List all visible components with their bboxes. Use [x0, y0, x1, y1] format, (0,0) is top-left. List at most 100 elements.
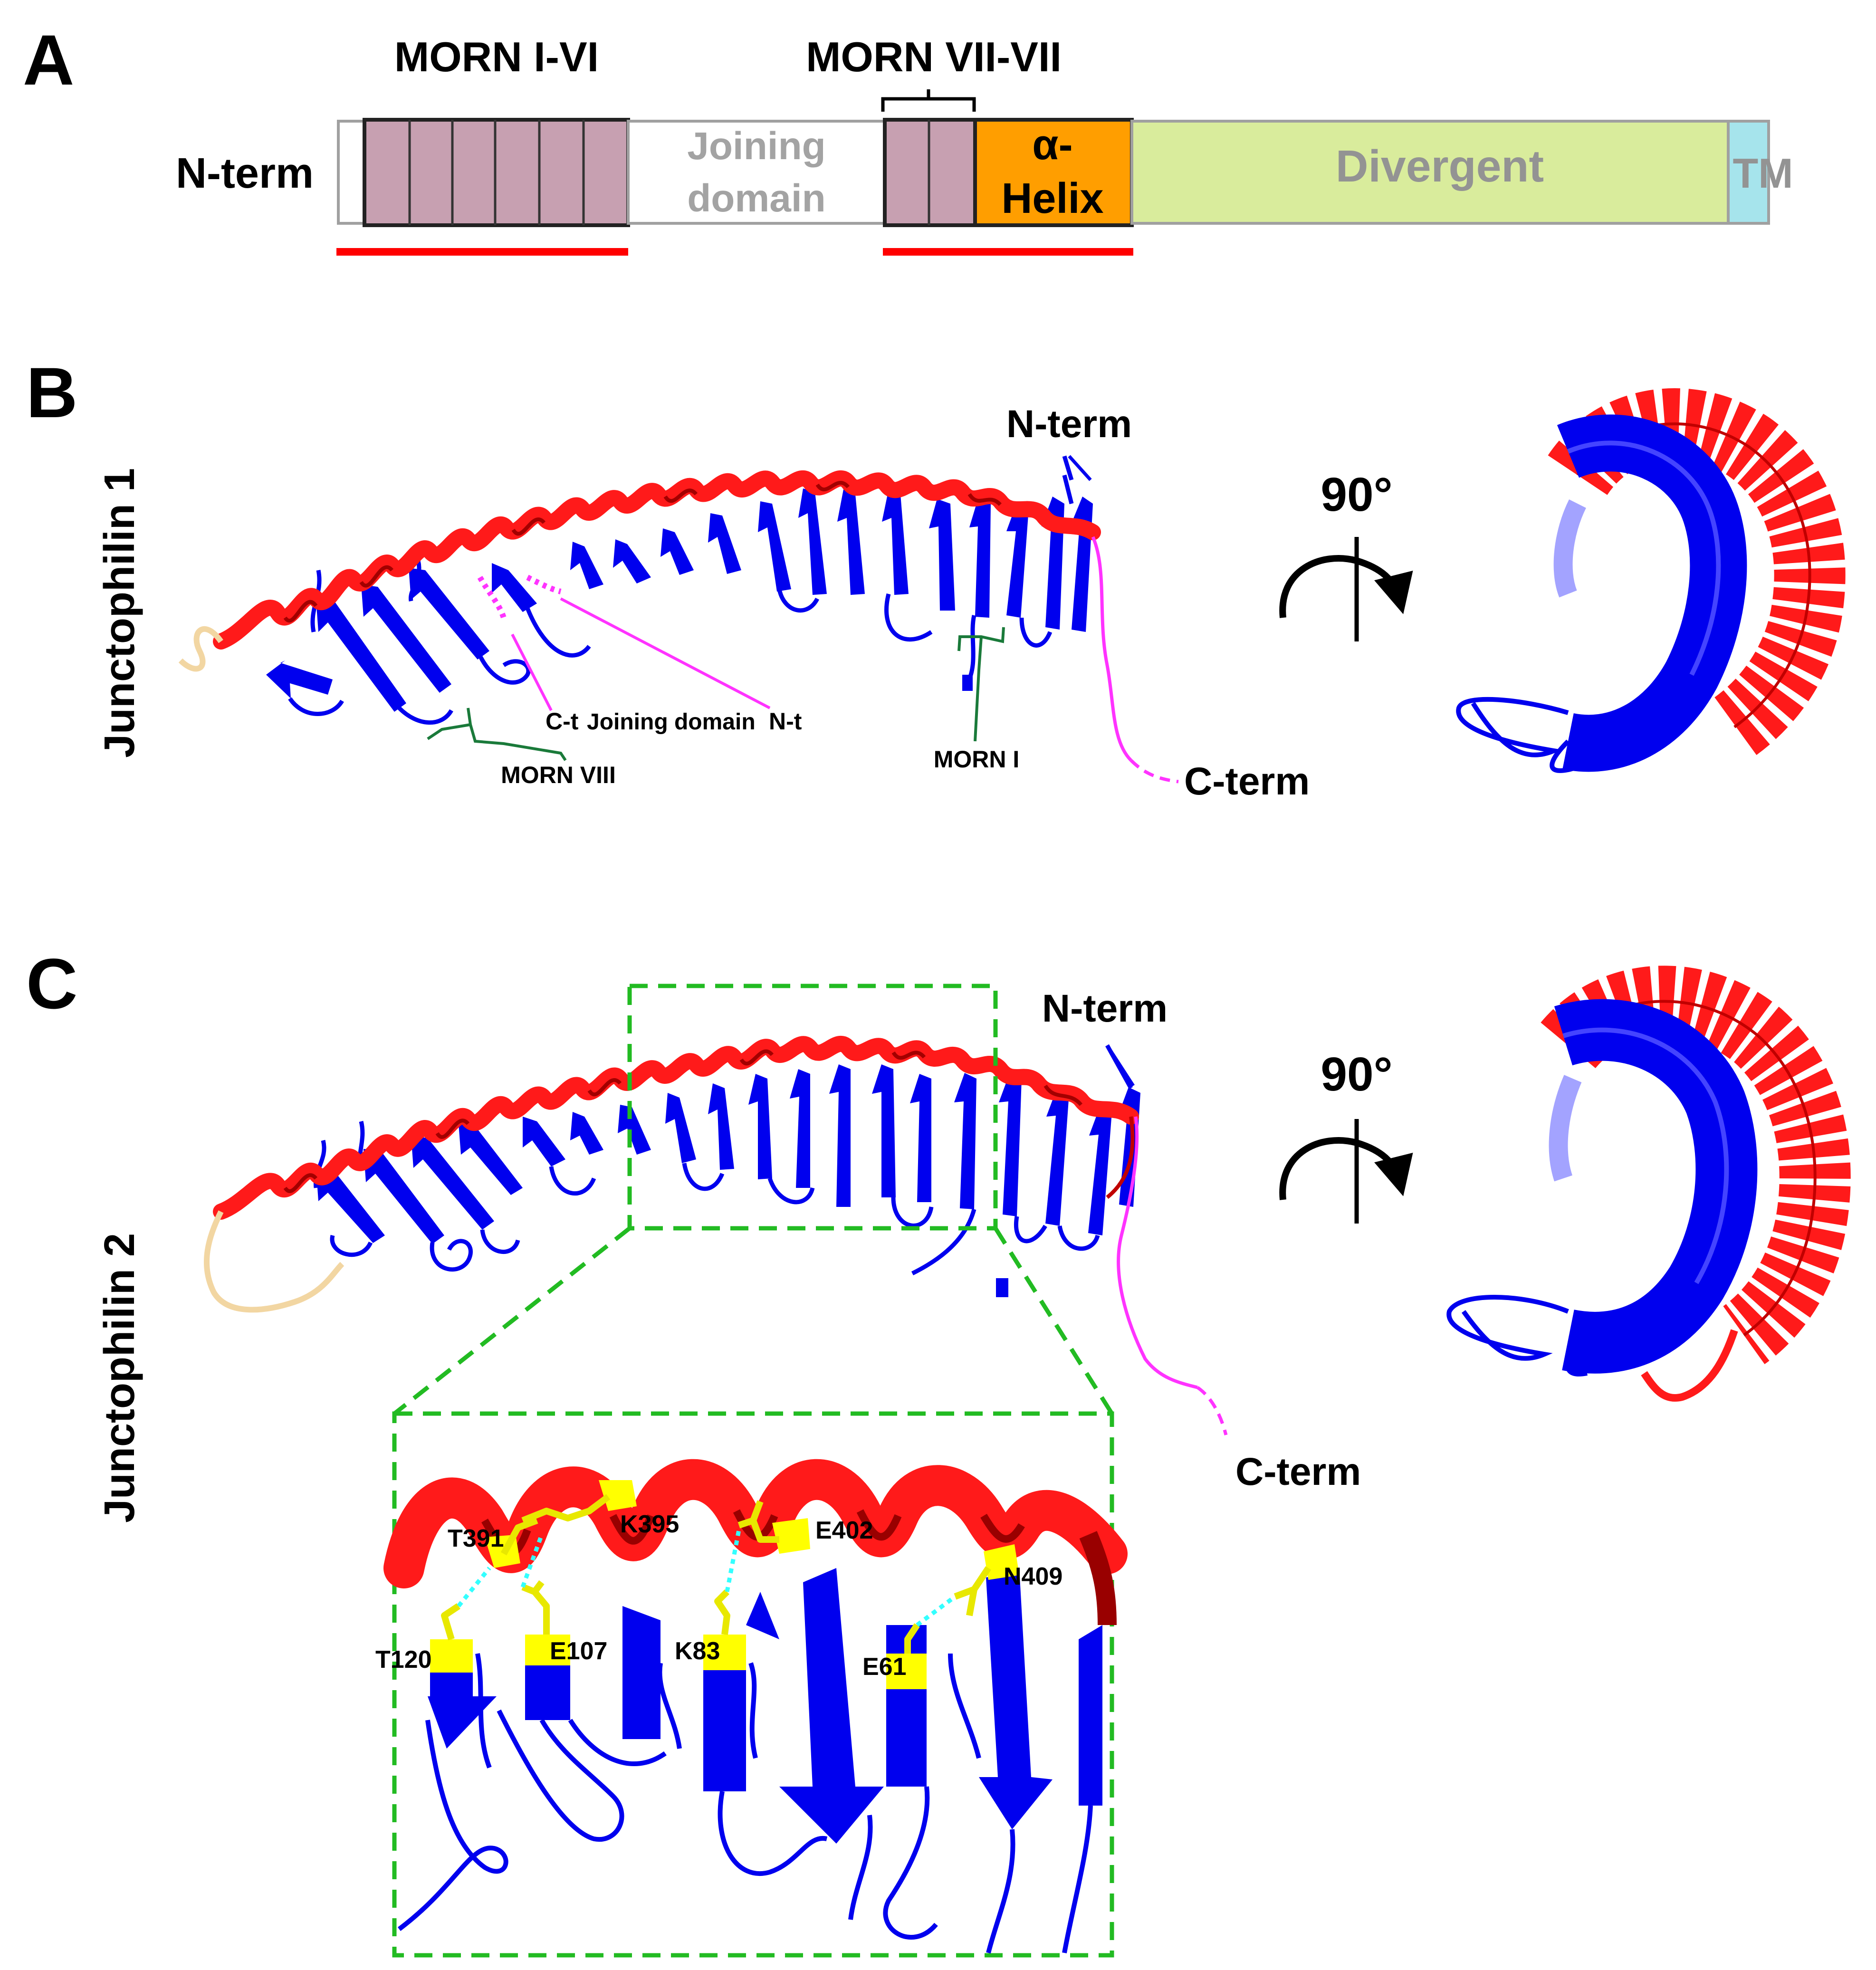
- strand-end: [996, 1278, 1008, 1297]
- highlight-e107: [525, 1635, 570, 1665]
- zoom-guide-right: [994, 1227, 1114, 1415]
- loop: [430, 1239, 473, 1272]
- joining-domain-label: Joining domain: [587, 709, 756, 735]
- jp2-nterm-tail: [1106, 1044, 1135, 1087]
- loop: [1062, 455, 1074, 481]
- panel-b: B Junctophilin 1: [26, 353, 1846, 803]
- loop: [330, 1234, 373, 1257]
- inset-loop: [568, 1719, 667, 1767]
- side-chain-e402: [737, 1500, 779, 1543]
- jp2-cterm-tail-dashed: [1196, 1386, 1228, 1435]
- highlight-k395: [599, 1480, 637, 1511]
- residue-labels: T391 K395 E402 N409 T120 E107 K83 E61: [375, 1511, 1062, 1681]
- beta-strand: [929, 499, 955, 611]
- loop: [478, 654, 531, 685]
- inset-helix-dark-end: [1079, 1531, 1117, 1626]
- joining-ct-pointer: [511, 633, 553, 711]
- beta-strand: [708, 513, 741, 574]
- morn-viii-label: MORN VIII: [501, 762, 616, 788]
- loop: [891, 1197, 934, 1228]
- jp1-side-view: [1456, 388, 1846, 773]
- panel-a: A MORN I-VI MORN VII-VII N-term Joining …: [23, 20, 1793, 256]
- side-loops: [1456, 697, 1587, 773]
- side-cterm-red: [1641, 1329, 1738, 1402]
- jp1-cterm-tail-dashed: [1129, 759, 1179, 784]
- domain-bar: Joining domain α- Helix Divergent TM: [337, 118, 1793, 227]
- side-chain-e61: [904, 1623, 920, 1654]
- beta-strand: [618, 1105, 651, 1155]
- jp1-nterm-label: N-term: [1006, 402, 1132, 446]
- loop: [1057, 1225, 1100, 1251]
- jp2-alpha-helix: [213, 1036, 1139, 1220]
- loop: [1019, 617, 1053, 648]
- highlight-t120: [430, 1639, 473, 1673]
- beta-strand: [872, 1064, 896, 1197]
- residue-k83: K83: [675, 1637, 720, 1665]
- beta-strand: [1045, 1087, 1069, 1226]
- zoom-region-box: [627, 984, 998, 1231]
- beta-strand: [459, 1124, 523, 1195]
- beta-strand: [882, 489, 909, 595]
- residue-t391: T391: [448, 1525, 504, 1552]
- inset-loops: [397, 1653, 1093, 1954]
- beta-strand: [708, 1083, 734, 1170]
- residue-t120: T120: [375, 1646, 432, 1674]
- panel-c-side-label: Junctophilin 2: [96, 1233, 144, 1523]
- panel-c: C Junctophilin 2: [26, 944, 1851, 1958]
- jp2-beta-sheet: [316, 1064, 1140, 1244]
- jp2-rotation-label: 90°: [1321, 1048, 1392, 1101]
- hbond-n409-e61: [916, 1595, 957, 1627]
- beta-strand: [798, 488, 827, 595]
- beta-strand: [790, 1069, 810, 1188]
- helix-label-line2: Helix: [1001, 175, 1103, 222]
- beta-strand: [1006, 503, 1029, 618]
- joining-label-line1: Joining: [687, 124, 826, 168]
- domain-nterm-label: N-term: [176, 150, 314, 197]
- inset-strand: [746, 1592, 779, 1639]
- side-chain-e107: [521, 1580, 550, 1635]
- inset-loop: [397, 1720, 508, 1931]
- panel-a-letter: A: [23, 20, 74, 100]
- beta-strand: [316, 1168, 385, 1243]
- side-chain-t391: [500, 1517, 538, 1556]
- loop: [288, 697, 344, 716]
- jp1-helix-shadow: [283, 481, 1002, 623]
- beta-strand: [969, 499, 991, 618]
- inset-strand: [622, 1606, 660, 1739]
- jp2-cterm-label: C-term: [1235, 1450, 1361, 1493]
- inset-loop: [748, 1662, 758, 1759]
- loop: [480, 1229, 520, 1254]
- loop: [1014, 1216, 1047, 1243]
- beta-strand: [665, 1093, 696, 1163]
- tm-label: TM: [1732, 150, 1793, 197]
- alpha-helix-block: [973, 118, 1134, 227]
- residue-e61: E61: [862, 1653, 907, 1681]
- residue-n409: N409: [1004, 1563, 1062, 1590]
- jp2-nterm-label: N-term: [1042, 987, 1168, 1030]
- loop: [525, 607, 591, 658]
- jp1-cterm-label: C-term: [1184, 760, 1310, 803]
- morn-i-strand-end: [962, 675, 973, 691]
- joining-nt-pointer: [560, 597, 771, 709]
- side-chain-k83: [714, 1589, 730, 1635]
- loop: [884, 593, 933, 642]
- jp2-linker: [203, 1210, 345, 1313]
- morn-i-label: MORN I: [934, 746, 1020, 773]
- loop: [408, 560, 421, 602]
- beta-strand: [492, 563, 537, 612]
- beta-strand: [523, 1117, 565, 1167]
- beta-strand: [837, 489, 865, 595]
- inset-loop: [475, 1653, 492, 1769]
- beta-strand: [910, 1074, 931, 1202]
- rotate-arrow-icon: [1279, 1137, 1413, 1200]
- loop: [682, 1163, 725, 1191]
- loop: [777, 588, 820, 613]
- residue-k395: K395: [620, 1511, 679, 1538]
- beta-strand: [748, 1074, 772, 1179]
- jp1-alpha-helix: [213, 470, 1101, 650]
- divergent-label: Divergent: [1336, 141, 1544, 191]
- morn-vii-bracket: [881, 89, 976, 112]
- inset-loop: [497, 1709, 624, 1842]
- jp2-helix-shadow: [283, 1049, 1083, 1193]
